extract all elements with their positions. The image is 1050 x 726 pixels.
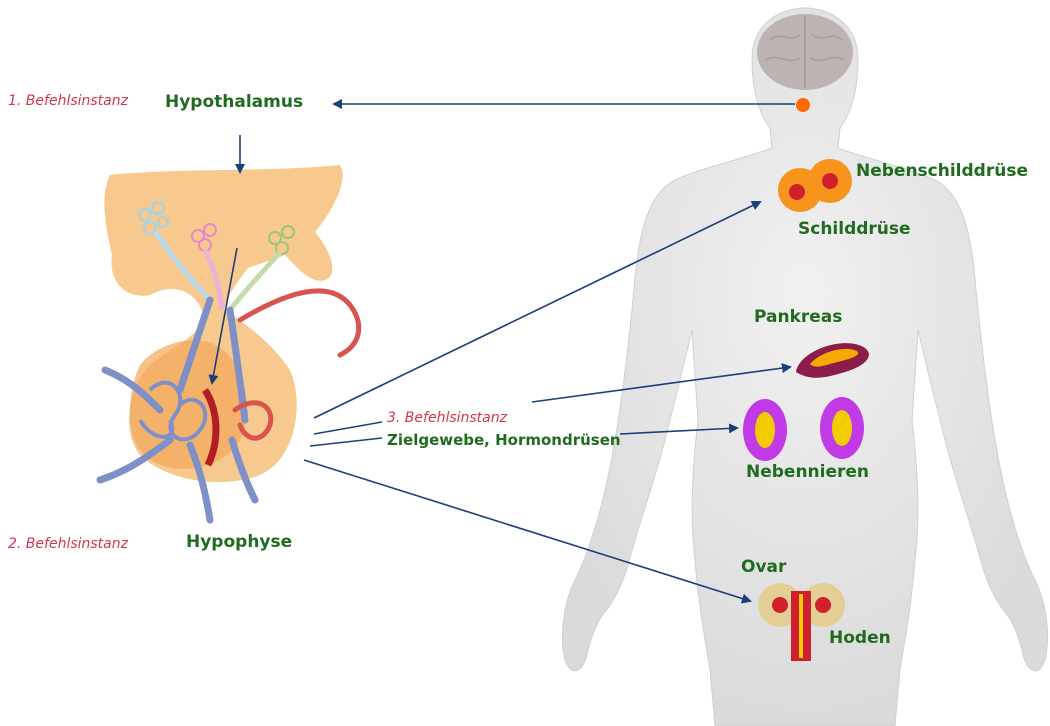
zielgewebe-label: Zielgewebe, Hormondrüsen	[387, 431, 621, 449]
hypophyse-label: Hypophyse	[186, 532, 292, 552]
arrow-to-gonads	[304, 460, 750, 601]
brain-icon	[757, 14, 853, 90]
pankreas-label: Pankreas	[754, 307, 842, 327]
hoden-label: Hoden	[829, 628, 891, 648]
nebenschilddruese-label: Nebenschilddrüse	[856, 161, 1028, 181]
instanz-3-label: 3. Befehlsinstanz	[387, 410, 507, 426]
hypothalamus-dot	[796, 98, 810, 112]
instanz-1-label: 1. Befehlsinstanz	[8, 93, 128, 109]
hypothalamus-label: Hypothalamus	[165, 92, 303, 112]
schilddruese-label: Schilddrüse	[798, 219, 911, 239]
instanz-2-label: 2. Befehlsinstanz	[8, 536, 128, 552]
ovar-label: Ovar	[741, 557, 786, 577]
nebennieren-label: Nebennieren	[746, 462, 869, 482]
pituitary-illustration	[100, 165, 359, 520]
